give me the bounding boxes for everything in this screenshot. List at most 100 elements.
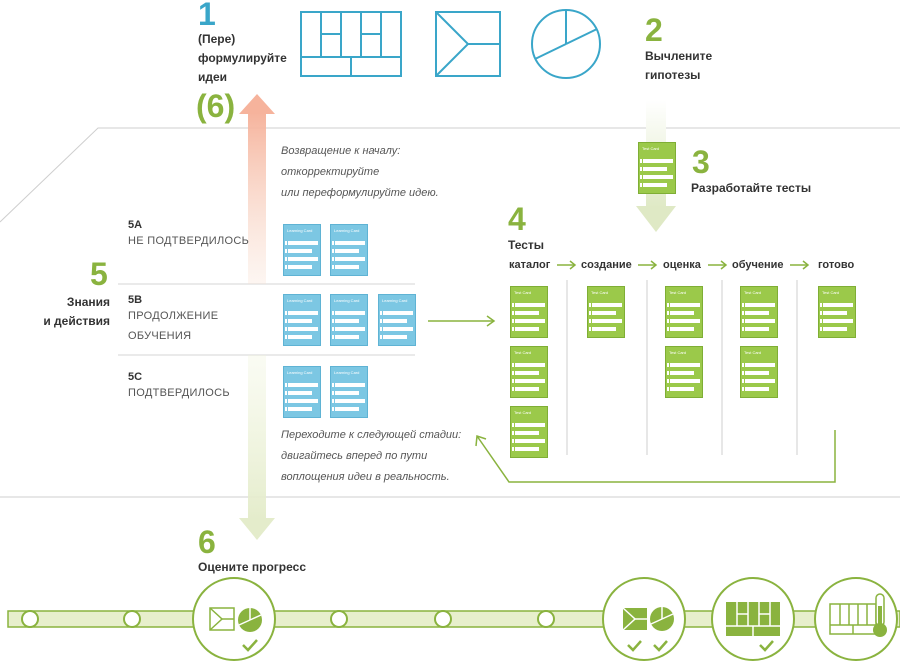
card-line [512,327,539,331]
card-line [512,439,545,443]
test-card: Test Card [510,346,548,398]
card-line [285,265,312,269]
column-create: создание [581,259,632,271]
card-line [380,327,413,331]
card-line [285,241,318,245]
card-line [742,387,769,391]
card-title: Test Card [591,290,609,295]
card-line [640,159,673,163]
next-stage-note: Переходите к следующей стадии: двигайтес… [281,425,461,488]
card-line [332,319,359,323]
back-to-start-note: Возвращение к началу: откорректируйте ил… [281,141,439,204]
card-line [820,319,853,323]
card-title: Learning Card [334,298,360,303]
card-line [332,327,365,331]
outcome-5a-text: НЕ ПОДТВЕРДИЛОСЬ [128,235,250,247]
card-line [512,431,539,435]
test-card: Test Card [587,286,625,338]
back-note-line3: или переформулируйте идею. [281,187,439,199]
card-line [667,319,700,323]
card-line [332,265,359,269]
card-line [332,257,365,261]
step-1-label-line3: идеи [198,70,228,84]
step-4-number: 4 [508,201,526,237]
card-line [332,399,365,403]
card-title: Test Card [514,410,532,415]
milestone-vp-profile-validated [602,577,686,661]
card-line [512,319,545,323]
card-line [667,327,694,331]
card-line [667,379,700,383]
card-line [285,399,318,403]
card-line [380,319,407,323]
forward-note-line1: Переходите к следующей стадии: [281,429,462,441]
card-line [667,303,700,307]
card-line [332,407,359,411]
card-line [667,311,694,315]
card-line [820,311,847,315]
learning-card: Learning Card [283,224,321,276]
card-line [512,363,545,367]
card-line [285,391,312,395]
card-title: Test Card [642,146,660,151]
learning-card: Learning Card [283,294,321,346]
card-line [285,327,318,331]
card-line [332,241,365,245]
card-line [742,303,775,307]
step-5-number: 5 [90,256,108,292]
card-title: Learning Card [287,370,313,375]
card-line [380,311,413,315]
step-6-label: Оцените прогресс [198,560,306,574]
step-5-label-line2: и действия [43,314,110,328]
card-line [332,383,365,387]
step-5-label: Знания и действия [43,293,110,331]
card-title: Learning Card [287,298,313,303]
column-evaluate: оценка [663,259,701,271]
card-line [742,327,769,331]
card-line [742,371,769,375]
card-line [332,249,359,253]
learning-card: Learning Card [330,294,368,346]
card-title: Learning Card [334,370,360,375]
step-2-label-line1: Вычлените [645,49,713,63]
card-title: Learning Card [287,228,313,233]
learning-card: Learning Card [378,294,416,346]
outcome-5c-text: ПОДТВЕРДИЛОСЬ [128,387,230,399]
checkmark-icon [242,639,258,652]
card-line [667,387,694,391]
learning-card: Learning Card [330,366,368,418]
card-line [589,319,622,323]
card-line [332,335,359,339]
card-line [742,363,775,367]
customer-profile-icon [531,9,601,79]
step-4-label: Тесты [508,238,545,252]
card-line [589,327,616,331]
card-line [285,257,318,261]
card-line [332,311,365,315]
value-proposition-canvas-icon [435,11,501,77]
column-learn: обучение [732,259,784,271]
card-line [667,371,694,375]
column-done: готово [818,259,855,271]
card-title: Test Card [514,350,532,355]
forward-note-line3: воплощения идеи в реальность. [281,471,450,483]
card-line [285,319,312,323]
card-line [512,371,539,375]
outcome-5b: 5B ПРОДОЛЖЕНИЕ ОБУЧЕНИЯ [128,294,218,346]
test-card: Test Card [740,346,778,398]
step-1-label-line2: формулируйте [198,51,287,65]
card-line [742,311,769,315]
step-2-label-line2: гипотезы [645,68,701,82]
card-line [512,311,539,315]
card-line [640,175,673,179]
card-line [285,383,318,387]
business-model-canvas-icon [300,11,402,77]
outcome-5b-text-line1: ПРОДОЛЖЕНИЕ [128,310,219,322]
test-card: Test Card [665,346,703,398]
step-3-label: Разработайте тесты [691,181,812,195]
test-card: Test Card [510,406,548,458]
card-line [640,167,667,171]
outcome-5a-code: 5A [128,219,143,231]
